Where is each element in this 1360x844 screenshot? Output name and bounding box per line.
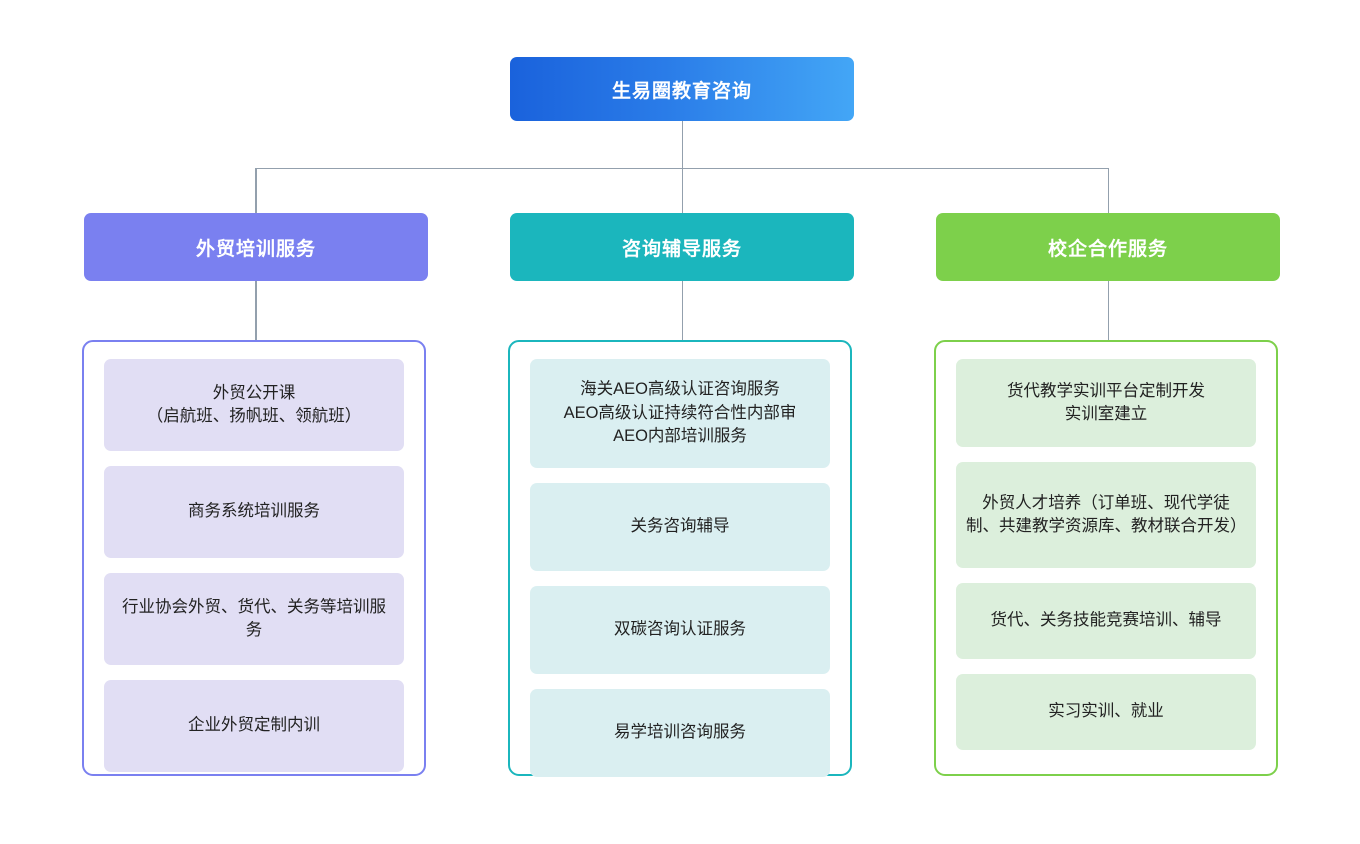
- service-item[interactable]: 易学培训咨询服务: [530, 689, 830, 777]
- service-item[interactable]: 外贸人才培养（订单班、现代学徒制、共建教学资源库、教材联合开发）: [956, 462, 1256, 568]
- connector-header-to-body-col-1: [681, 281, 683, 340]
- service-item[interactable]: 外贸公开课 （启航班、扬帆班、领航班）: [104, 359, 404, 451]
- root-node-label: 生易圈教育咨询: [611, 80, 752, 102]
- connector-header-to-body-col-2: [1107, 281, 1109, 340]
- root-node[interactable]: 生易圈教育咨询: [510, 57, 854, 121]
- column-body-foreign-trade-training: 外贸公开课 （启航班、扬帆班、领航班） 商务系统培训服务 行业协会外贸、货代、关…: [82, 340, 426, 776]
- connector-drop-col-0: [255, 168, 257, 213]
- service-item[interactable]: 行业协会外贸、货代、关务等培训服务: [104, 573, 404, 665]
- service-item[interactable]: 货代教学实训平台定制开发 实训室建立: [956, 359, 1256, 447]
- column-body-consulting-coaching: 海关AEO高级认证咨询服务 AEO高级认证持续符合性内部审 AEO内部培训服务 …: [508, 340, 852, 777]
- column-header-label: 咨询辅导服务: [621, 238, 742, 260]
- column-header-label: 校企合作服务: [1047, 238, 1168, 260]
- column-header-foreign-trade-training[interactable]: 外贸培训服务: [84, 213, 428, 281]
- connector-drop-col-1: [681, 168, 683, 213]
- column-body-school-enterprise-cooperation: 货代教学实训平台定制开发 实训室建立 外贸人才培养（订单班、现代学徒制、共建教学…: [934, 340, 1278, 776]
- service-item[interactable]: 实习实训、就业: [956, 674, 1256, 750]
- service-item[interactable]: 企业外贸定制内训: [104, 680, 404, 772]
- service-item[interactable]: 商务系统培训服务: [104, 466, 404, 558]
- column-header-label: 外贸培训服务: [195, 238, 316, 260]
- connector-root-vertical: [681, 121, 683, 168]
- column-header-school-enterprise-cooperation[interactable]: 校企合作服务: [936, 213, 1280, 281]
- column-header-consulting-coaching[interactable]: 咨询辅导服务: [510, 213, 854, 281]
- connector-header-to-body-col-0: [255, 281, 257, 340]
- service-item[interactable]: 货代、关务技能竞赛培训、辅导: [956, 583, 1256, 659]
- service-item[interactable]: 海关AEO高级认证咨询服务 AEO高级认证持续符合性内部审 AEO内部培训服务: [530, 359, 830, 468]
- service-item[interactable]: 关务咨询辅导: [530, 483, 830, 571]
- service-item[interactable]: 双碳咨询认证服务: [530, 586, 830, 674]
- connector-drop-col-2: [1107, 168, 1109, 213]
